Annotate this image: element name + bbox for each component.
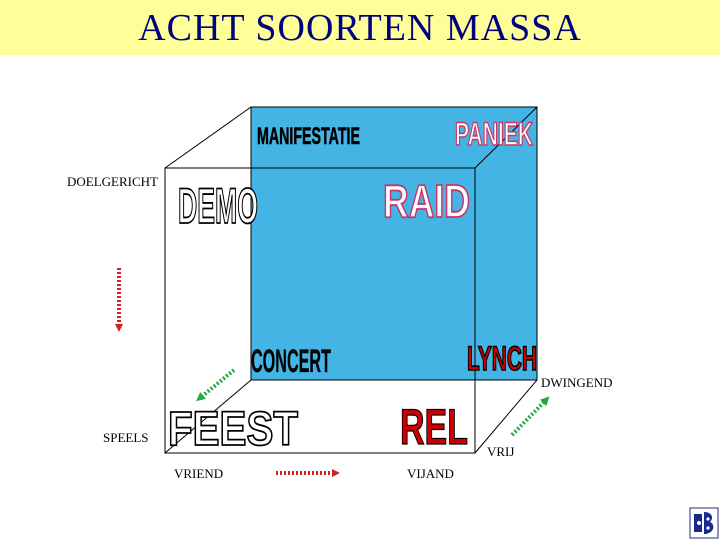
label-rel: REL	[400, 399, 468, 455]
arrow-diagonal-green-left	[196, 368, 236, 402]
axis-label-dwingend: DWINGEND	[541, 375, 612, 390]
cube-edge-bottom-left	[164, 379, 252, 454]
logo-icon	[689, 507, 719, 539]
title-bar: ACHT SOORTEN MASSA	[0, 0, 720, 55]
label-manifestatie: MANIFESTATIE	[257, 123, 360, 150]
label-concert: CONCERT	[251, 343, 331, 379]
axis-label-doelgericht: DOELGERICHT	[67, 174, 158, 189]
cube-edge-top-right	[474, 106, 538, 169]
axis-label-vriend: VRIEND	[174, 466, 223, 481]
label-raid: RAID	[383, 175, 470, 227]
label-feest: FEEST	[168, 403, 298, 456]
label-demo: DEMO	[178, 178, 258, 234]
arrow-diagonal-green-right	[510, 396, 550, 437]
cube-front-face	[164, 167, 476, 454]
page-title: ACHT SOORTEN MASSA	[138, 6, 582, 49]
cube-edge-top-left	[164, 106, 252, 169]
axis-label-vijand: VIJAND	[407, 466, 454, 481]
label-lynch: LYNCH	[467, 340, 537, 378]
axis-label-vrij: VRIJ	[487, 444, 514, 459]
cube-edge-bottom-right	[474, 379, 538, 454]
axis-label-speels: SPEELS	[103, 430, 149, 445]
cube-back-face	[250, 106, 538, 381]
label-paniek: PANIEK	[455, 116, 533, 152]
